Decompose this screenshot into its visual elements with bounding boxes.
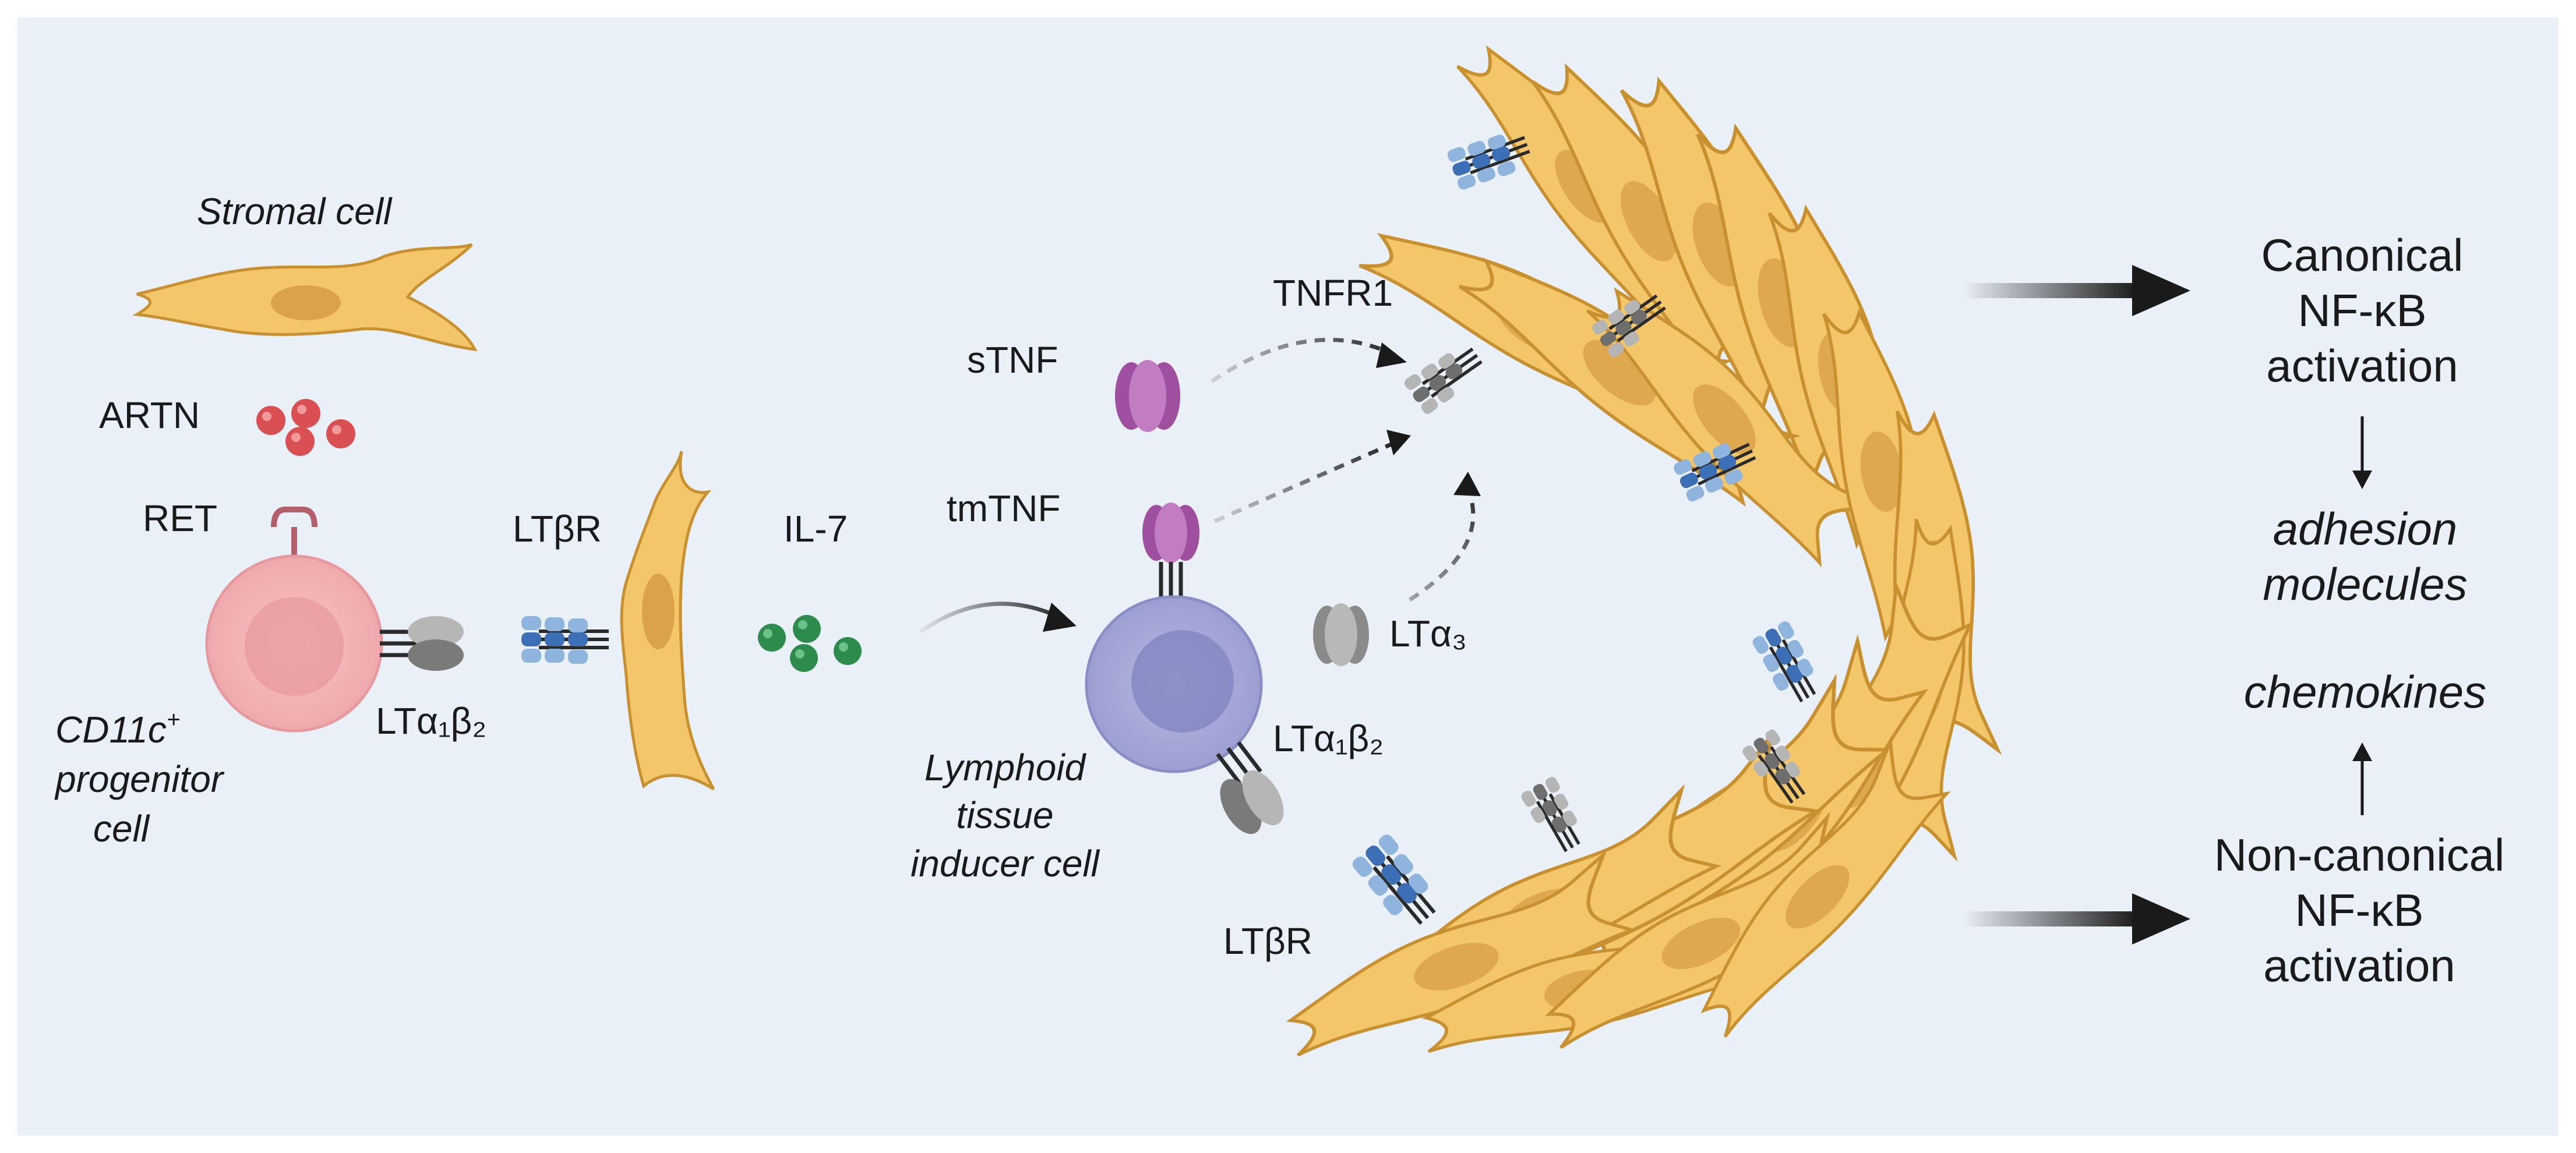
lta1b2-left-icon xyxy=(380,616,464,671)
canonical-line2-label: NF-κB xyxy=(2298,285,2427,336)
adhesion-line1-label: adhesion xyxy=(2273,503,2458,554)
lta3-label: LTα₃ xyxy=(1389,613,1467,655)
stromal-cell-label: Stromal cell xyxy=(197,190,393,232)
canonical-line1-label: Canonical xyxy=(2261,229,2464,281)
lti-line1-label: Lymphoid xyxy=(924,747,1087,788)
cell-label: cell xyxy=(93,808,150,850)
canonical-line3-label: activation xyxy=(2266,340,2458,391)
vertical-stromal-cell-icon xyxy=(620,451,718,794)
lti-line2-label: tissue xyxy=(956,794,1053,836)
curved-arrow-icon xyxy=(919,602,1067,634)
ret-label: RET xyxy=(143,497,217,539)
stromal-cell-icon xyxy=(131,243,478,352)
lta1b2-left-label: LTα₁β₂ xyxy=(376,700,486,742)
stnf-dashed-arrow-icon xyxy=(1211,338,1396,383)
noncanonical-arrow-icon xyxy=(1963,893,2190,945)
tmtnf-dashed-arrow-icon xyxy=(1213,440,1396,524)
lta1b2-mid-icon xyxy=(1216,741,1284,834)
ltbr-bottom-label: LTβR xyxy=(1223,920,1312,962)
down-arrow-icon xyxy=(2352,416,2372,489)
tmtnf-label: tmTNF xyxy=(947,487,1061,529)
tmtnf-trimer-icon xyxy=(1142,503,1199,600)
il7-molecules-icon xyxy=(758,615,862,672)
lti-cell-icon xyxy=(1085,595,1263,773)
cd11c-label: CD11c+ xyxy=(55,707,180,751)
lta1b2-mid-label: LTα₁β₂ xyxy=(1273,717,1384,759)
artn-label: ARTN xyxy=(99,394,200,436)
progenitor-cell-icon xyxy=(205,554,383,733)
noncanonical-line1-label: Non-canonical xyxy=(2214,829,2505,880)
chemokines-label: chemokines xyxy=(2244,666,2486,717)
ltbr-top-label: LTβR xyxy=(513,508,602,550)
il7-label: IL-7 xyxy=(784,508,848,550)
dashed-arrows xyxy=(1211,338,1481,602)
tnfr1-label: TNFR1 xyxy=(1273,272,1393,314)
artn-molecules-icon xyxy=(256,399,355,456)
adhesion-line2-label: molecules xyxy=(2263,558,2467,610)
lti-line3-label: inducer cell xyxy=(911,843,1100,885)
stnf-trimer-icon xyxy=(1115,360,1180,432)
lta3-trimer-icon xyxy=(1313,603,1369,666)
stnf-label: sTNF xyxy=(967,339,1058,381)
panel-background xyxy=(17,17,2559,1136)
progenitor-label: progenitor xyxy=(54,758,225,800)
ret-receptor-icon xyxy=(271,507,317,559)
lta3-dashed-arrow-icon xyxy=(1409,488,1476,602)
curved-arrow-head-icon xyxy=(1043,603,1077,632)
noncanonical-line3-label: activation xyxy=(2263,940,2455,991)
up-arrow-icon xyxy=(2352,742,2372,815)
noncanonical-line2-label: NF-κB xyxy=(2295,885,2424,936)
canonical-arrow-icon xyxy=(1963,265,2190,316)
